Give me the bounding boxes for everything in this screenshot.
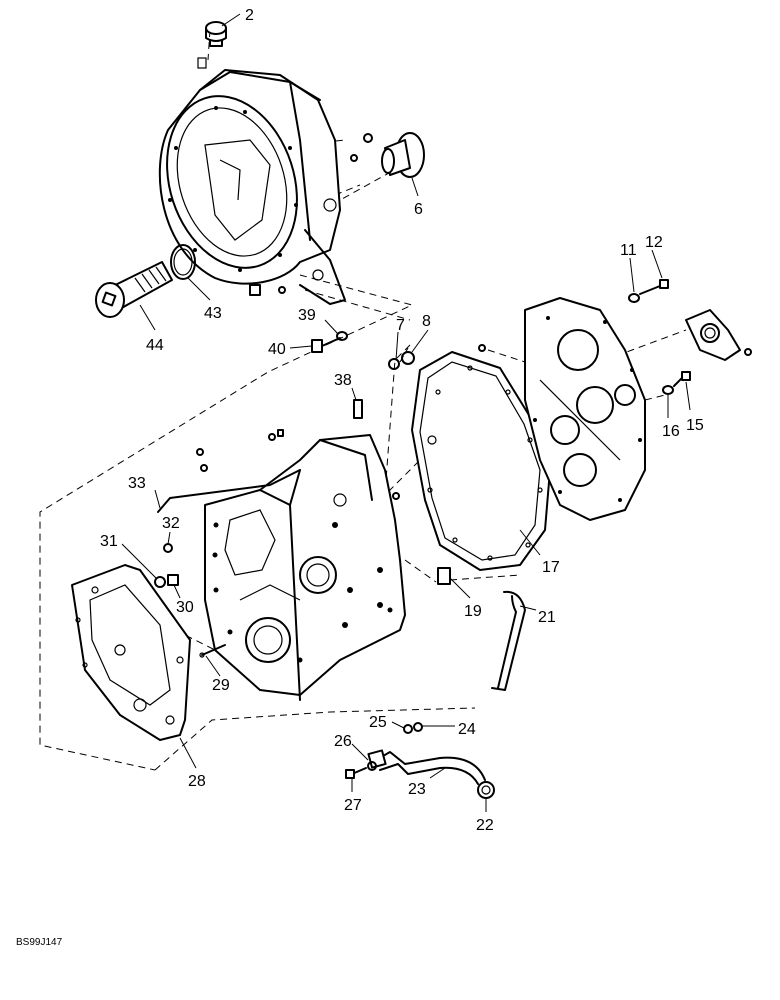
- part-28-gasket: [71, 564, 191, 741]
- parts-26-27: [345, 761, 377, 779]
- document-id: BS99J147: [16, 937, 63, 948]
- parts-39-40-bolt-washer: [311, 331, 348, 353]
- callout-2: 2: [245, 7, 254, 24]
- callout-23: 23: [408, 781, 426, 798]
- parts-11-12: [628, 279, 669, 303]
- callout-19: 19: [464, 603, 482, 620]
- part-6-seal: [381, 132, 425, 178]
- part-29-pin: [199, 644, 226, 658]
- part-44-filter: [95, 261, 173, 318]
- callout-22: 22: [476, 817, 494, 834]
- callout-27: 27: [344, 797, 362, 814]
- callout-29: 29: [212, 677, 230, 694]
- part-33-tube: [157, 469, 301, 513]
- callout-8: 8: [422, 313, 431, 330]
- leader-lines: [121, 13, 691, 812]
- housing-studs: [196, 429, 400, 500]
- parts-30-31-32: [154, 543, 179, 588]
- callout-30: 30: [176, 599, 194, 616]
- callout-17: 17: [542, 559, 560, 576]
- callout-24: 24: [458, 721, 476, 738]
- part-23-tube: [367, 749, 486, 785]
- callout-32: 32: [162, 515, 180, 532]
- callout-6: 6: [414, 201, 423, 218]
- part-43-o-ring: [170, 244, 196, 280]
- rear-cover-plate: [524, 297, 646, 521]
- callout-7: 7: [396, 317, 405, 334]
- callout-40: 40: [268, 341, 286, 358]
- callout-12: 12: [645, 234, 663, 251]
- part-21-hose: [491, 590, 526, 691]
- callout-38: 38: [334, 372, 352, 389]
- center-housing: [204, 434, 406, 701]
- parts-7-8-rings: [388, 351, 415, 370]
- callout-25: 25: [369, 714, 387, 731]
- callout-28: 28: [188, 773, 206, 790]
- callout-labels: 2 6 7 8 11 12 15 16 17 19 21 22 23 24 25…: [100, 7, 704, 834]
- callout-26: 26: [334, 733, 352, 750]
- part-19-fitting: [437, 567, 451, 585]
- callout-11: 11: [620, 242, 637, 259]
- callout-33: 33: [128, 475, 146, 492]
- part-38-dowel: [353, 399, 363, 419]
- part-17-gasket: [411, 351, 551, 571]
- small-cover: [685, 309, 752, 361]
- callout-44: 44: [146, 337, 164, 354]
- callout-31: 31: [100, 533, 118, 550]
- callout-43: 43: [204, 305, 222, 322]
- part-2-plug: [197, 21, 227, 69]
- callout-21: 21: [538, 609, 556, 626]
- callout-16: 16: [662, 423, 680, 440]
- callout-15: 15: [686, 417, 704, 434]
- small-fasteners-top: [249, 133, 373, 296]
- part-22-fitting: [477, 781, 495, 799]
- parts-24-25: [403, 722, 423, 734]
- front-housing: [158, 69, 346, 305]
- callout-39: 39: [298, 307, 316, 324]
